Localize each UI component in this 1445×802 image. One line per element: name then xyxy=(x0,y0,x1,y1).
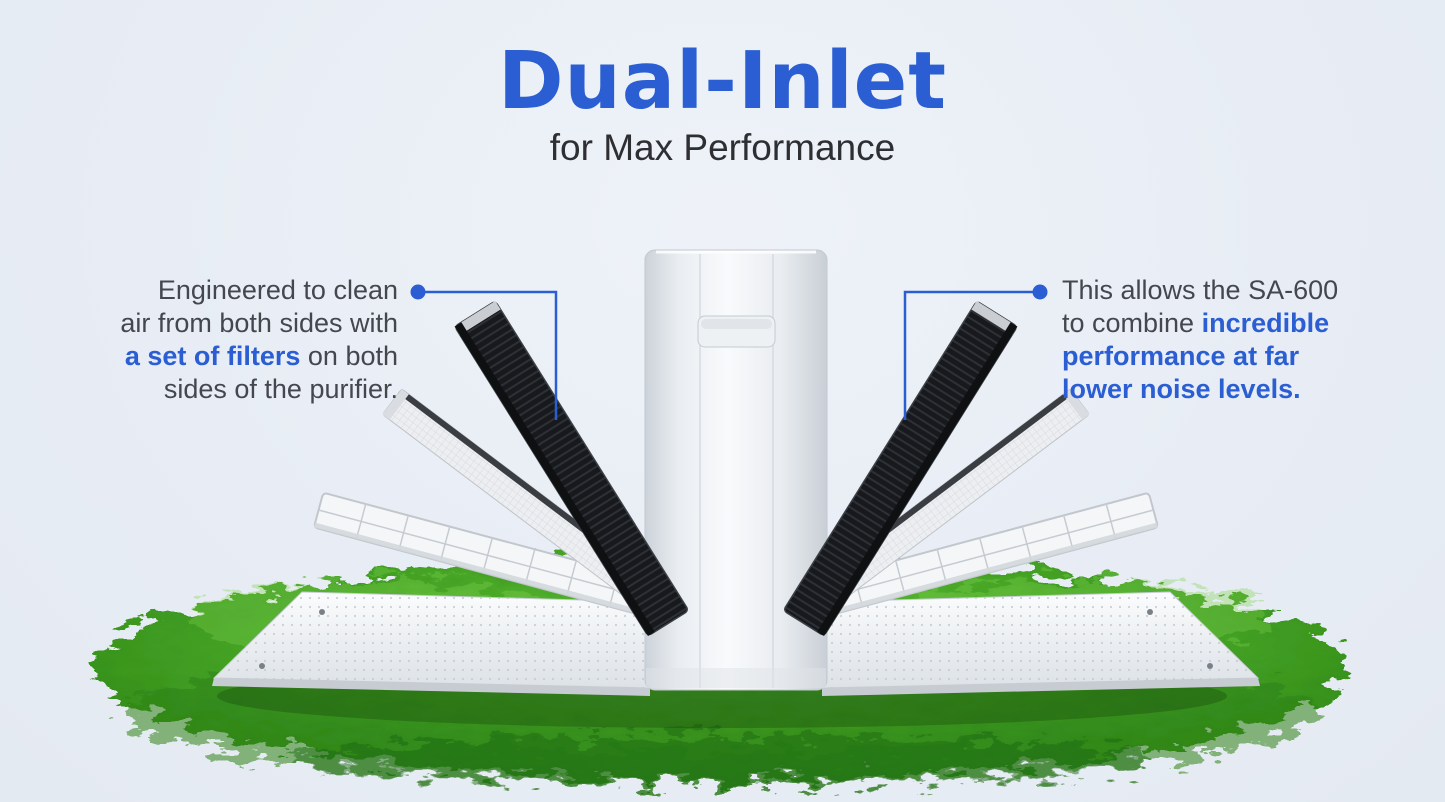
tray-left-screw-2 xyxy=(319,609,325,615)
left-callout-line4: sides of the purifier. xyxy=(163,374,398,404)
header: Dual-Inlet for Max Performance xyxy=(0,42,1445,169)
tower-handle-shadow xyxy=(701,319,772,329)
right-callout-line1: This allows the SA-600 xyxy=(1062,275,1339,305)
right-callout-line xyxy=(903,290,1033,420)
prefilter-left-thickness xyxy=(313,522,654,618)
tray-left-screw-1 xyxy=(259,663,265,669)
carbon-left-thickness xyxy=(454,322,655,636)
left-connector xyxy=(410,284,558,420)
tray-right-screw-2 xyxy=(1147,609,1153,615)
right-callout-line4: lower noise levels. xyxy=(1062,374,1301,404)
tray-right-perforation xyxy=(822,592,1258,688)
grass-bottom-shade xyxy=(292,736,1152,784)
base-tray-right xyxy=(821,591,1260,696)
carbon-filter-left xyxy=(454,301,688,636)
left-callout-line2: air from both sides with xyxy=(120,308,398,338)
carbon-right-thickness xyxy=(817,322,1018,636)
left-callout-highlight: a set of filters xyxy=(124,341,301,371)
right-connector xyxy=(903,284,1048,420)
right-callout: This allows the SA-600 to combine incred… xyxy=(1062,274,1402,406)
carbon-right-endcap xyxy=(971,301,1018,335)
left-callout-line3: a set of filters on both xyxy=(124,341,398,371)
hepa-right-endcap xyxy=(1063,388,1090,420)
prefilter-left-grid xyxy=(318,503,657,607)
purifier-tower xyxy=(644,249,828,691)
tray-left-edge xyxy=(212,678,650,696)
right-callout-highlight: incredible xyxy=(1201,308,1330,338)
left-callout: Engineered to clean air from both sides … xyxy=(38,274,398,406)
right-callout-line2: to combine incredible xyxy=(1062,308,1330,338)
page-subtitle: for Max Performance xyxy=(549,127,896,168)
tray-right-edge xyxy=(822,678,1260,696)
left-callout-line xyxy=(425,290,558,420)
tower-base-shade xyxy=(646,668,826,688)
right-callout-dot xyxy=(1032,284,1048,300)
carbon-filter-right xyxy=(784,301,1018,636)
left-callout-line1: Engineered to clean xyxy=(157,275,398,305)
carbon-left-endcap xyxy=(454,301,501,335)
prefilter-right-thickness xyxy=(818,522,1159,618)
left-callout-dot xyxy=(410,284,426,300)
page-title: Dual-Inlet xyxy=(497,35,948,127)
tower-body xyxy=(644,249,828,691)
tray-left-perforation xyxy=(214,592,650,688)
right-callout-line3: performance at far xyxy=(1062,341,1300,371)
hepa-left-endcap xyxy=(382,388,409,420)
tray-right-screw-1 xyxy=(1207,663,1213,669)
